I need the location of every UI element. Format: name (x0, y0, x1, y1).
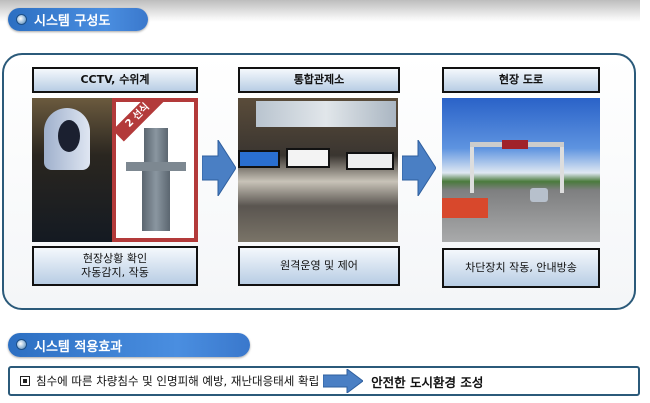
section-title-system-effect: 시스템 적용효과 (8, 333, 250, 357)
barrier (442, 198, 488, 218)
caption-line: 현장상황 확인 (82, 252, 148, 265)
effect-result: 안전한 도시환경 조성 (371, 374, 484, 390)
photo-field-road (442, 98, 600, 242)
arrow-right-icon (202, 140, 236, 196)
caption-line: 원격운영 및 제어 (280, 259, 358, 272)
bullet-icon (16, 14, 27, 25)
caption-control-center: 원격운영 및 제어 (238, 246, 400, 286)
water-gauge-icon (144, 128, 168, 163)
monitor-icon (238, 150, 280, 168)
effect-box: 침수에 따른 차량침수 및 인명피해 예방, 재난대응태세 확립 안전한 도시환… (8, 366, 640, 396)
header-text: CCTV, 수위계 (80, 73, 150, 86)
section-title-system-config: 시스템 구성도 (8, 8, 148, 31)
caption-field-road: 차단장치 작동, 안내방송 (442, 248, 600, 288)
arrow-right-icon (402, 140, 436, 196)
square-bullet-icon (20, 376, 30, 386)
effect-text: 침수에 따른 차량침수 및 인명피해 예방, 재난대응태세 확립 (36, 374, 320, 388)
header-field-road: 현장 도로 (442, 67, 600, 93)
section-title-text: 시스템 적용효과 (34, 339, 123, 355)
caption-line: 차단장치 작동, 안내방송 (465, 261, 577, 274)
section-title-text: 시스템 구성도 (34, 14, 111, 29)
header-control-center: 통합관제소 (238, 67, 400, 93)
header-cctv: CCTV, 수위계 (32, 67, 198, 93)
led-sign (502, 140, 528, 149)
bullet-icon (16, 339, 27, 350)
header-text: 현장 도로 (498, 73, 544, 86)
header-text: 통합관제소 (293, 73, 345, 86)
caption-line: 자동감지, 작동 (81, 266, 149, 279)
arrow-right-icon (323, 369, 364, 393)
photo-control-center (238, 98, 398, 242)
photo-cctv-water-gauge: 2 선식 (32, 98, 198, 242)
top-shadow-bar (0, 0, 640, 22)
video-wall (256, 101, 396, 127)
